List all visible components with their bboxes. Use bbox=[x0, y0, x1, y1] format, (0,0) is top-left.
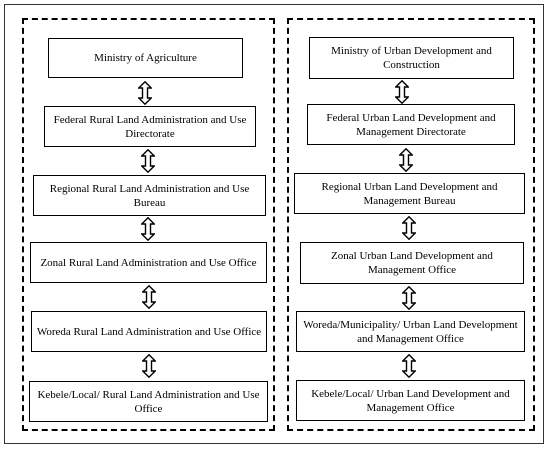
regional-rural-land-bureau-box: Regional Rural Land Administration and U… bbox=[33, 175, 266, 216]
ministry-of-urban-development-box: Ministry of Urban Development and Constr… bbox=[309, 37, 514, 79]
urban-land-column bbox=[287, 18, 535, 431]
double-arrow-icon bbox=[395, 80, 409, 104]
kebele-rural-land-office-box: Kebele/Local/ Rural Land Administration … bbox=[29, 381, 268, 422]
double-arrow-icon bbox=[402, 286, 416, 310]
double-arrow-icon bbox=[138, 81, 152, 105]
double-arrow-icon bbox=[141, 217, 155, 241]
double-arrow-icon bbox=[141, 149, 155, 173]
double-arrow-icon bbox=[402, 216, 416, 240]
regional-urban-land-bureau-box: Regional Urban Land Development and Mana… bbox=[294, 173, 525, 214]
figure-frame bbox=[4, 4, 544, 444]
zonal-urban-land-office-box: Zonal Urban Land Development and Managem… bbox=[300, 242, 524, 284]
double-arrow-icon bbox=[142, 285, 156, 309]
double-arrow-icon bbox=[142, 354, 156, 378]
woreda-urban-land-office-box: Woreda/Municipality/ Urban Land Developm… bbox=[296, 311, 525, 352]
kebele-urban-land-office-box: Kebele/Local/ Urban Land Development and… bbox=[296, 380, 525, 421]
double-arrow-icon bbox=[399, 148, 413, 172]
ministry-of-agriculture-box: Ministry of Agriculture bbox=[48, 38, 243, 78]
federal-rural-land-directorate-box: Federal Rural Land Administration and Us… bbox=[44, 106, 256, 147]
double-arrow-icon bbox=[402, 354, 416, 378]
federal-urban-land-directorate-box: Federal Urban Land Development and Manag… bbox=[307, 104, 515, 145]
woreda-rural-land-office-box: Woreda Rural Land Administration and Use… bbox=[31, 311, 267, 352]
zonal-rural-land-office-box: Zonal Rural Land Administration and Use … bbox=[30, 242, 267, 283]
rural-land-column bbox=[22, 18, 275, 431]
